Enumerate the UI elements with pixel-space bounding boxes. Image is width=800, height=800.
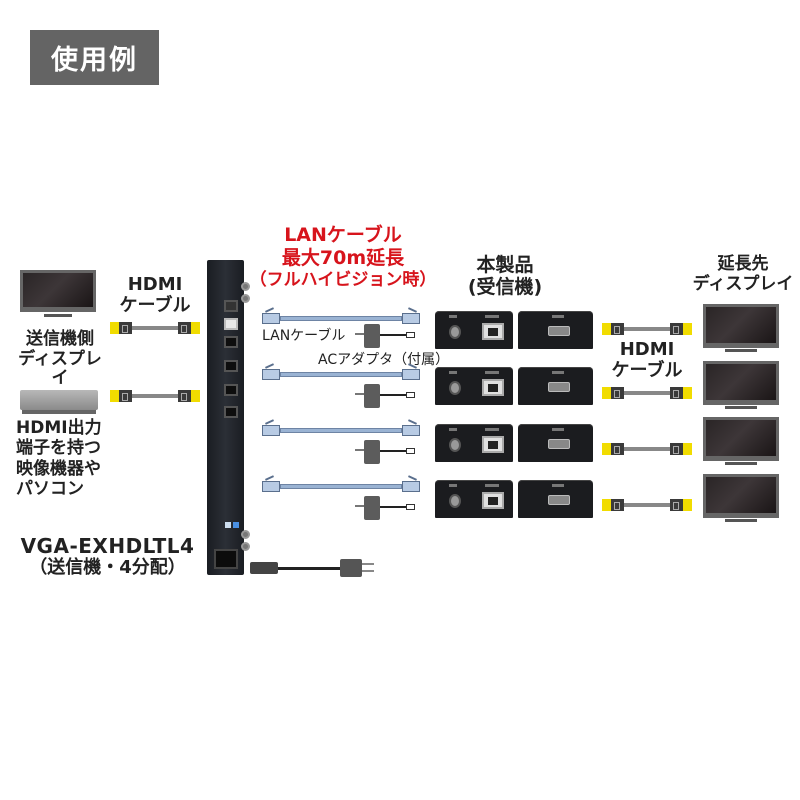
power-cable-icon bbox=[250, 557, 378, 579]
ac-adapter-icon bbox=[355, 440, 417, 466]
lan-cable-icon bbox=[262, 424, 420, 438]
lan-cable-icon bbox=[262, 368, 420, 382]
section-heading: 使用例 bbox=[30, 30, 159, 85]
output-hdmi-cable-label: HDMI ケーブル bbox=[611, 339, 683, 381]
lan-cable-label: LANケーブル bbox=[262, 328, 346, 344]
ac-adapter-icon bbox=[355, 324, 417, 350]
lan-cable-icon bbox=[262, 480, 420, 494]
receiver-front-icon bbox=[435, 424, 513, 462]
hdmi-cable-icon bbox=[602, 323, 692, 335]
hdmi-cable-icon bbox=[602, 443, 692, 455]
ac-adapter-label: ACアダプタ（付属） bbox=[318, 352, 450, 368]
transmitter-device-icon bbox=[207, 260, 250, 575]
source-display-icon bbox=[20, 270, 96, 318]
ac-adapter-icon bbox=[355, 384, 417, 410]
lan-extension-callout: LANケーブル 最大70m延長 （フルハイビジョン時） bbox=[249, 224, 437, 290]
receiver-front-icon bbox=[435, 311, 513, 349]
receiver-back-icon bbox=[518, 367, 593, 405]
receiver-back-icon bbox=[518, 424, 593, 462]
output-display-icon bbox=[703, 361, 779, 409]
receiver-label: 本製品 (受信機) bbox=[467, 254, 543, 298]
hdmi-cable-icon bbox=[110, 322, 200, 334]
output-display-icon bbox=[703, 304, 779, 352]
output-display-icon bbox=[703, 417, 779, 465]
ac-adapter-icon bbox=[355, 496, 417, 522]
receiver-back-icon bbox=[518, 311, 593, 349]
source-device-label: HDMI出力 端子を持つ 映像機器や パソコン bbox=[16, 418, 102, 500]
video-player-base bbox=[22, 410, 96, 414]
source-display-label: 送信機側 ディスプレイ bbox=[18, 329, 102, 389]
receiver-front-icon bbox=[435, 367, 513, 405]
hdmi-cable-icon bbox=[110, 390, 200, 402]
output-display-label: 延長先 ディスプレイ bbox=[692, 254, 794, 294]
hdmi-cable-icon bbox=[602, 499, 692, 511]
lan-cable-icon bbox=[262, 312, 420, 326]
receiver-front-icon bbox=[435, 480, 513, 518]
transmitter-label: VGA-EXHDLTL4 （送信機・4分配） bbox=[20, 534, 195, 578]
receiver-back-icon bbox=[518, 480, 593, 518]
hdmi-cable-icon bbox=[602, 387, 692, 399]
output-display-icon bbox=[703, 474, 779, 522]
source-hdmi-cable-label: HDMI ケーブル bbox=[119, 274, 191, 316]
video-player-icon bbox=[20, 390, 98, 410]
